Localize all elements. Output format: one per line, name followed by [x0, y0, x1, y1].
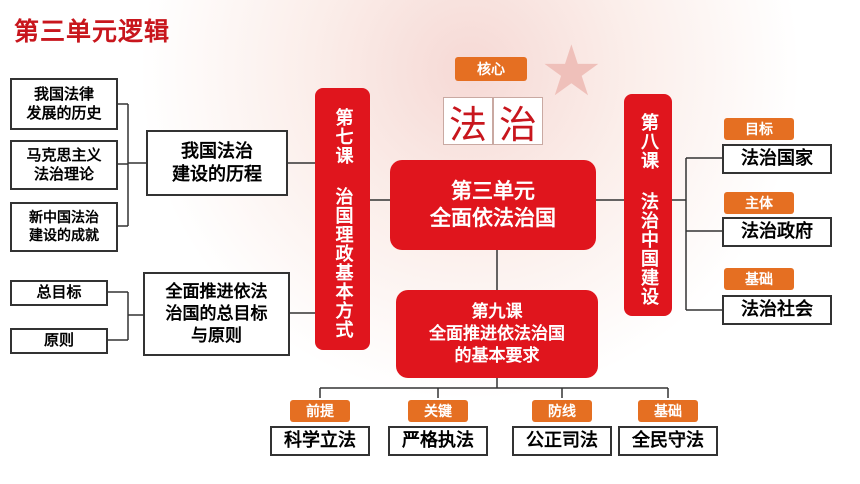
right-box-rule-of-law-society: 法治社会	[722, 295, 832, 325]
lesson8-box: 第八课 法治中国建设	[624, 94, 672, 316]
right-box-rule-of-law-country: 法治国家	[722, 144, 832, 174]
bottom-box-scientific-legislation: 科学立法	[270, 426, 370, 456]
lesson7-box: 第七课 治国理政基本方式	[315, 88, 370, 350]
right-tag-foundation: 基础	[724, 268, 794, 290]
fazhi-char-2: 治	[493, 97, 543, 147]
bottom-box-strict-enforcement: 严格执法	[388, 426, 488, 456]
bottom-box-fair-justice: 公正司法	[512, 426, 612, 456]
left-item-marxist-theory: 马克思主义 法治理论	[10, 140, 118, 190]
star-decoration-icon: ★	[540, 30, 603, 112]
center-box: 第三单元 全面依法治国	[390, 160, 596, 250]
fazhi-char-1: 法	[443, 97, 493, 147]
left-item-principles: 原则	[10, 328, 108, 354]
core-tag: 核心	[455, 57, 527, 81]
bottom-box-law-abiding: 全民守法	[618, 426, 718, 456]
left-item-achievements: 新中国法治 建设的成就	[10, 202, 118, 252]
right-tag-subject: 主体	[724, 192, 794, 214]
bottom-tag-defense: 防线	[532, 400, 592, 422]
left-item-general-goal: 总目标	[10, 280, 108, 306]
bottom-tag-foundation: 基础	[638, 400, 698, 422]
right-tag-goal: 目标	[724, 118, 794, 140]
mid-box-rule-of-law-history: 我国法治 建设的历程	[146, 130, 288, 196]
left-item-legal-history: 我国法律 发展的历史	[10, 78, 118, 130]
page-title: 第三单元逻辑	[14, 17, 171, 46]
mid-box-goal-and-principles: 全面推进依法 治国的总目标 与原则	[143, 272, 290, 356]
right-box-rule-of-law-government: 法治政府	[722, 217, 832, 247]
bottom-tag-key: 关键	[408, 400, 468, 422]
fazhi-title: 法 治	[443, 97, 543, 147]
bottom-tag-premise: 前提	[290, 400, 350, 422]
lesson9-box: 第九课 全面推进依法治国 的基本要求	[396, 290, 598, 378]
